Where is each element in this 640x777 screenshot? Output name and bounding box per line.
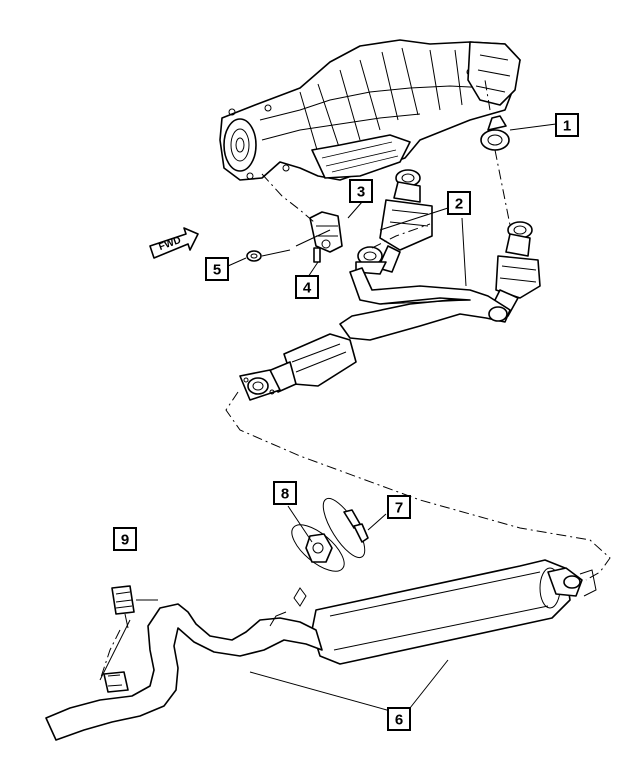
callout-2: 2: [447, 191, 471, 215]
callout-9: 9: [113, 527, 137, 551]
callout-3-label: 3: [357, 184, 365, 201]
hanger-isolator-item-8: [291, 524, 345, 572]
callout-3: 3: [349, 179, 373, 203]
main-catalytic-converter: [239, 333, 357, 401]
transmission-mount-bracket: [295, 211, 343, 253]
callout-7-label: 7: [395, 500, 403, 517]
callout-8-label: 8: [281, 486, 289, 503]
callout-6-label: 6: [395, 712, 403, 729]
callout-8: 8: [273, 481, 297, 505]
callout-9-label: 9: [121, 532, 129, 549]
muffler: [311, 559, 597, 665]
routing-lines: [99, 173, 611, 681]
callout-1-label: 1: [563, 118, 571, 135]
exhaust-hanger-isolator: [480, 79, 511, 226]
forward-direction-arrow: FWD: [149, 227, 199, 259]
callout-4: 4: [295, 275, 319, 299]
callout-5: 5: [205, 257, 229, 281]
nut-item-5: [246, 249, 291, 262]
callout-2-label: 2: [455, 196, 463, 213]
callout-4-label: 4: [303, 280, 312, 297]
hanger-item-9: [111, 585, 158, 629]
tailpipe: [45, 587, 323, 741]
y-pipe: [339, 267, 511, 341]
callout-1: 1: [555, 113, 579, 137]
callout-5-label: 5: [213, 262, 221, 279]
transmission: [219, 39, 521, 181]
bolt-item-4: [313, 247, 321, 263]
callout-6: 6: [387, 707, 411, 731]
callout-7: 7: [387, 495, 411, 519]
oxygen-sensor-item-7: [322, 497, 387, 559]
